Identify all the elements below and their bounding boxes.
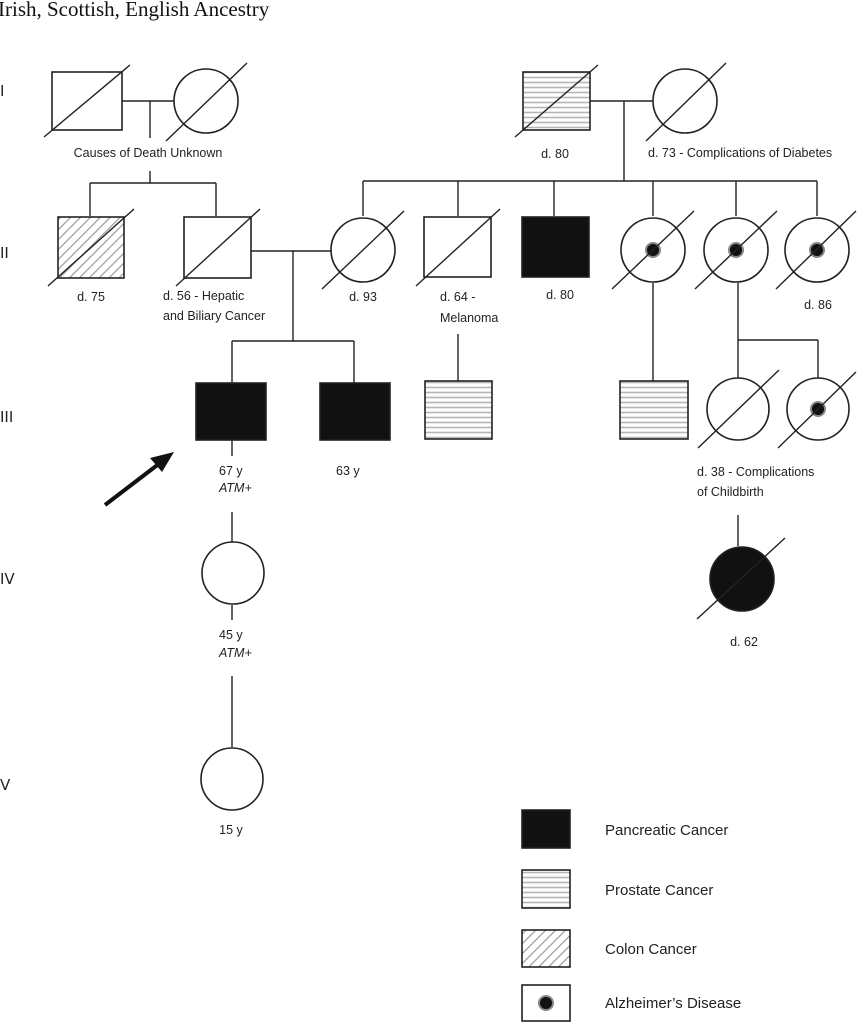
label-gen1-female-death: d. 73 - Complications of Diabetes bbox=[648, 146, 832, 160]
legend: Pancreatic Cancer Prostate Cancer Colon … bbox=[521, 809, 741, 1022]
label-gen2-pancreatic-death: d. 80 bbox=[546, 288, 574, 302]
gen3-brother-pancreatic-male bbox=[319, 382, 391, 441]
label-childbirth-2: of Childbirth bbox=[697, 485, 764, 499]
gen3-female-deceased-childbirth bbox=[697, 369, 780, 449]
gen4-daughter-female bbox=[201, 541, 265, 605]
label-gen2-hepatic-1: d. 56 - Hepatic bbox=[163, 289, 244, 303]
generation-label-ii: II bbox=[0, 244, 9, 262]
label-gen2-melanoma-1: d. 64 - bbox=[440, 290, 475, 304]
gen2-melanoma-male-deceased bbox=[415, 208, 501, 287]
generation-label-iv: IV bbox=[0, 570, 15, 588]
label-gen2-hepatic-2: and Biliary Cancer bbox=[163, 309, 265, 323]
label-gen2-alzheimer-death: d. 86 bbox=[804, 298, 832, 312]
gen2-colon-male-deceased bbox=[47, 208, 135, 287]
pancreatic-fill-icon bbox=[521, 809, 571, 849]
gen2-alzheimer-female-deceased-2 bbox=[694, 210, 778, 290]
label-proband-age: 67 y bbox=[219, 464, 243, 478]
label-gen2-melanoma-2: Melanoma bbox=[440, 311, 498, 325]
proband-arrow-icon bbox=[103, 452, 174, 507]
legend-item-prostate: Prostate Cancer bbox=[521, 869, 713, 909]
gen3-alzheimer-female-deceased bbox=[777, 371, 857, 449]
legend-label-alzheimer: Alzheimer’s Disease bbox=[605, 995, 741, 1012]
gen1-right-female-deceased bbox=[645, 62, 727, 142]
label-daughter-age: 45 y bbox=[219, 628, 243, 642]
legend-item-pancreatic: Pancreatic Cancer bbox=[521, 809, 728, 849]
generation-label-i: I bbox=[0, 82, 4, 100]
gen2-alzheimer-female-deceased-1 bbox=[611, 210, 695, 290]
gen3-prostate-male-2 bbox=[619, 380, 689, 440]
legend-item-alzheimer: Alzheimer’s Disease bbox=[521, 984, 741, 1022]
legend-label-colon: Colon Cancer bbox=[605, 941, 697, 958]
horizontal-stripes-icon bbox=[521, 869, 571, 909]
relationship-lines bbox=[89, 100, 819, 747]
gen3-proband-pancreatic-male bbox=[195, 382, 267, 441]
label-childbirth-1: d. 38 - Complications bbox=[697, 465, 814, 479]
label-gen2-colon-death: d. 75 bbox=[77, 290, 105, 304]
gen5-granddaughter-female bbox=[200, 747, 264, 811]
generation-label-iii: III bbox=[0, 408, 13, 426]
legend-label-prostate: Prostate Cancer bbox=[605, 882, 713, 899]
gen2-alzheimer-female-deceased-3 bbox=[775, 210, 857, 290]
diagonal-stripes-icon bbox=[521, 929, 571, 968]
gen2-female-deceased bbox=[321, 210, 405, 290]
label-brother-age: 63 y bbox=[336, 464, 360, 478]
ancestry-title: Irish, Scottish, English Ancestry bbox=[0, 0, 270, 21]
gen2-pancreatic-male bbox=[521, 216, 590, 278]
gen2-hepatic-male-deceased bbox=[175, 208, 261, 287]
label-gen1-male-death: d. 80 bbox=[541, 147, 569, 161]
label-granddaughter-age: 15 y bbox=[219, 823, 243, 837]
label-gen4-female-death: d. 62 bbox=[730, 635, 758, 649]
label-daughter-gene: ATM+ bbox=[218, 646, 252, 660]
gen3-prostate-male-1 bbox=[424, 380, 493, 440]
gen1-right-male-prostate-deceased bbox=[514, 64, 599, 138]
legend-item-colon: Colon Cancer bbox=[521, 929, 697, 968]
gen1-left-female-deceased bbox=[165, 62, 248, 142]
label-proband-gene: ATM+ bbox=[218, 481, 252, 495]
label-causes-of-death-unknown: Causes of Death Unknown bbox=[74, 146, 223, 160]
generation-label-v: V bbox=[0, 776, 11, 794]
gen1-left-male-deceased bbox=[43, 64, 131, 138]
gen4-pancreatic-female-deceased bbox=[696, 537, 786, 620]
label-gen2-female-death: d. 93 bbox=[349, 290, 377, 304]
legend-label-pancreatic: Pancreatic Cancer bbox=[605, 822, 728, 839]
